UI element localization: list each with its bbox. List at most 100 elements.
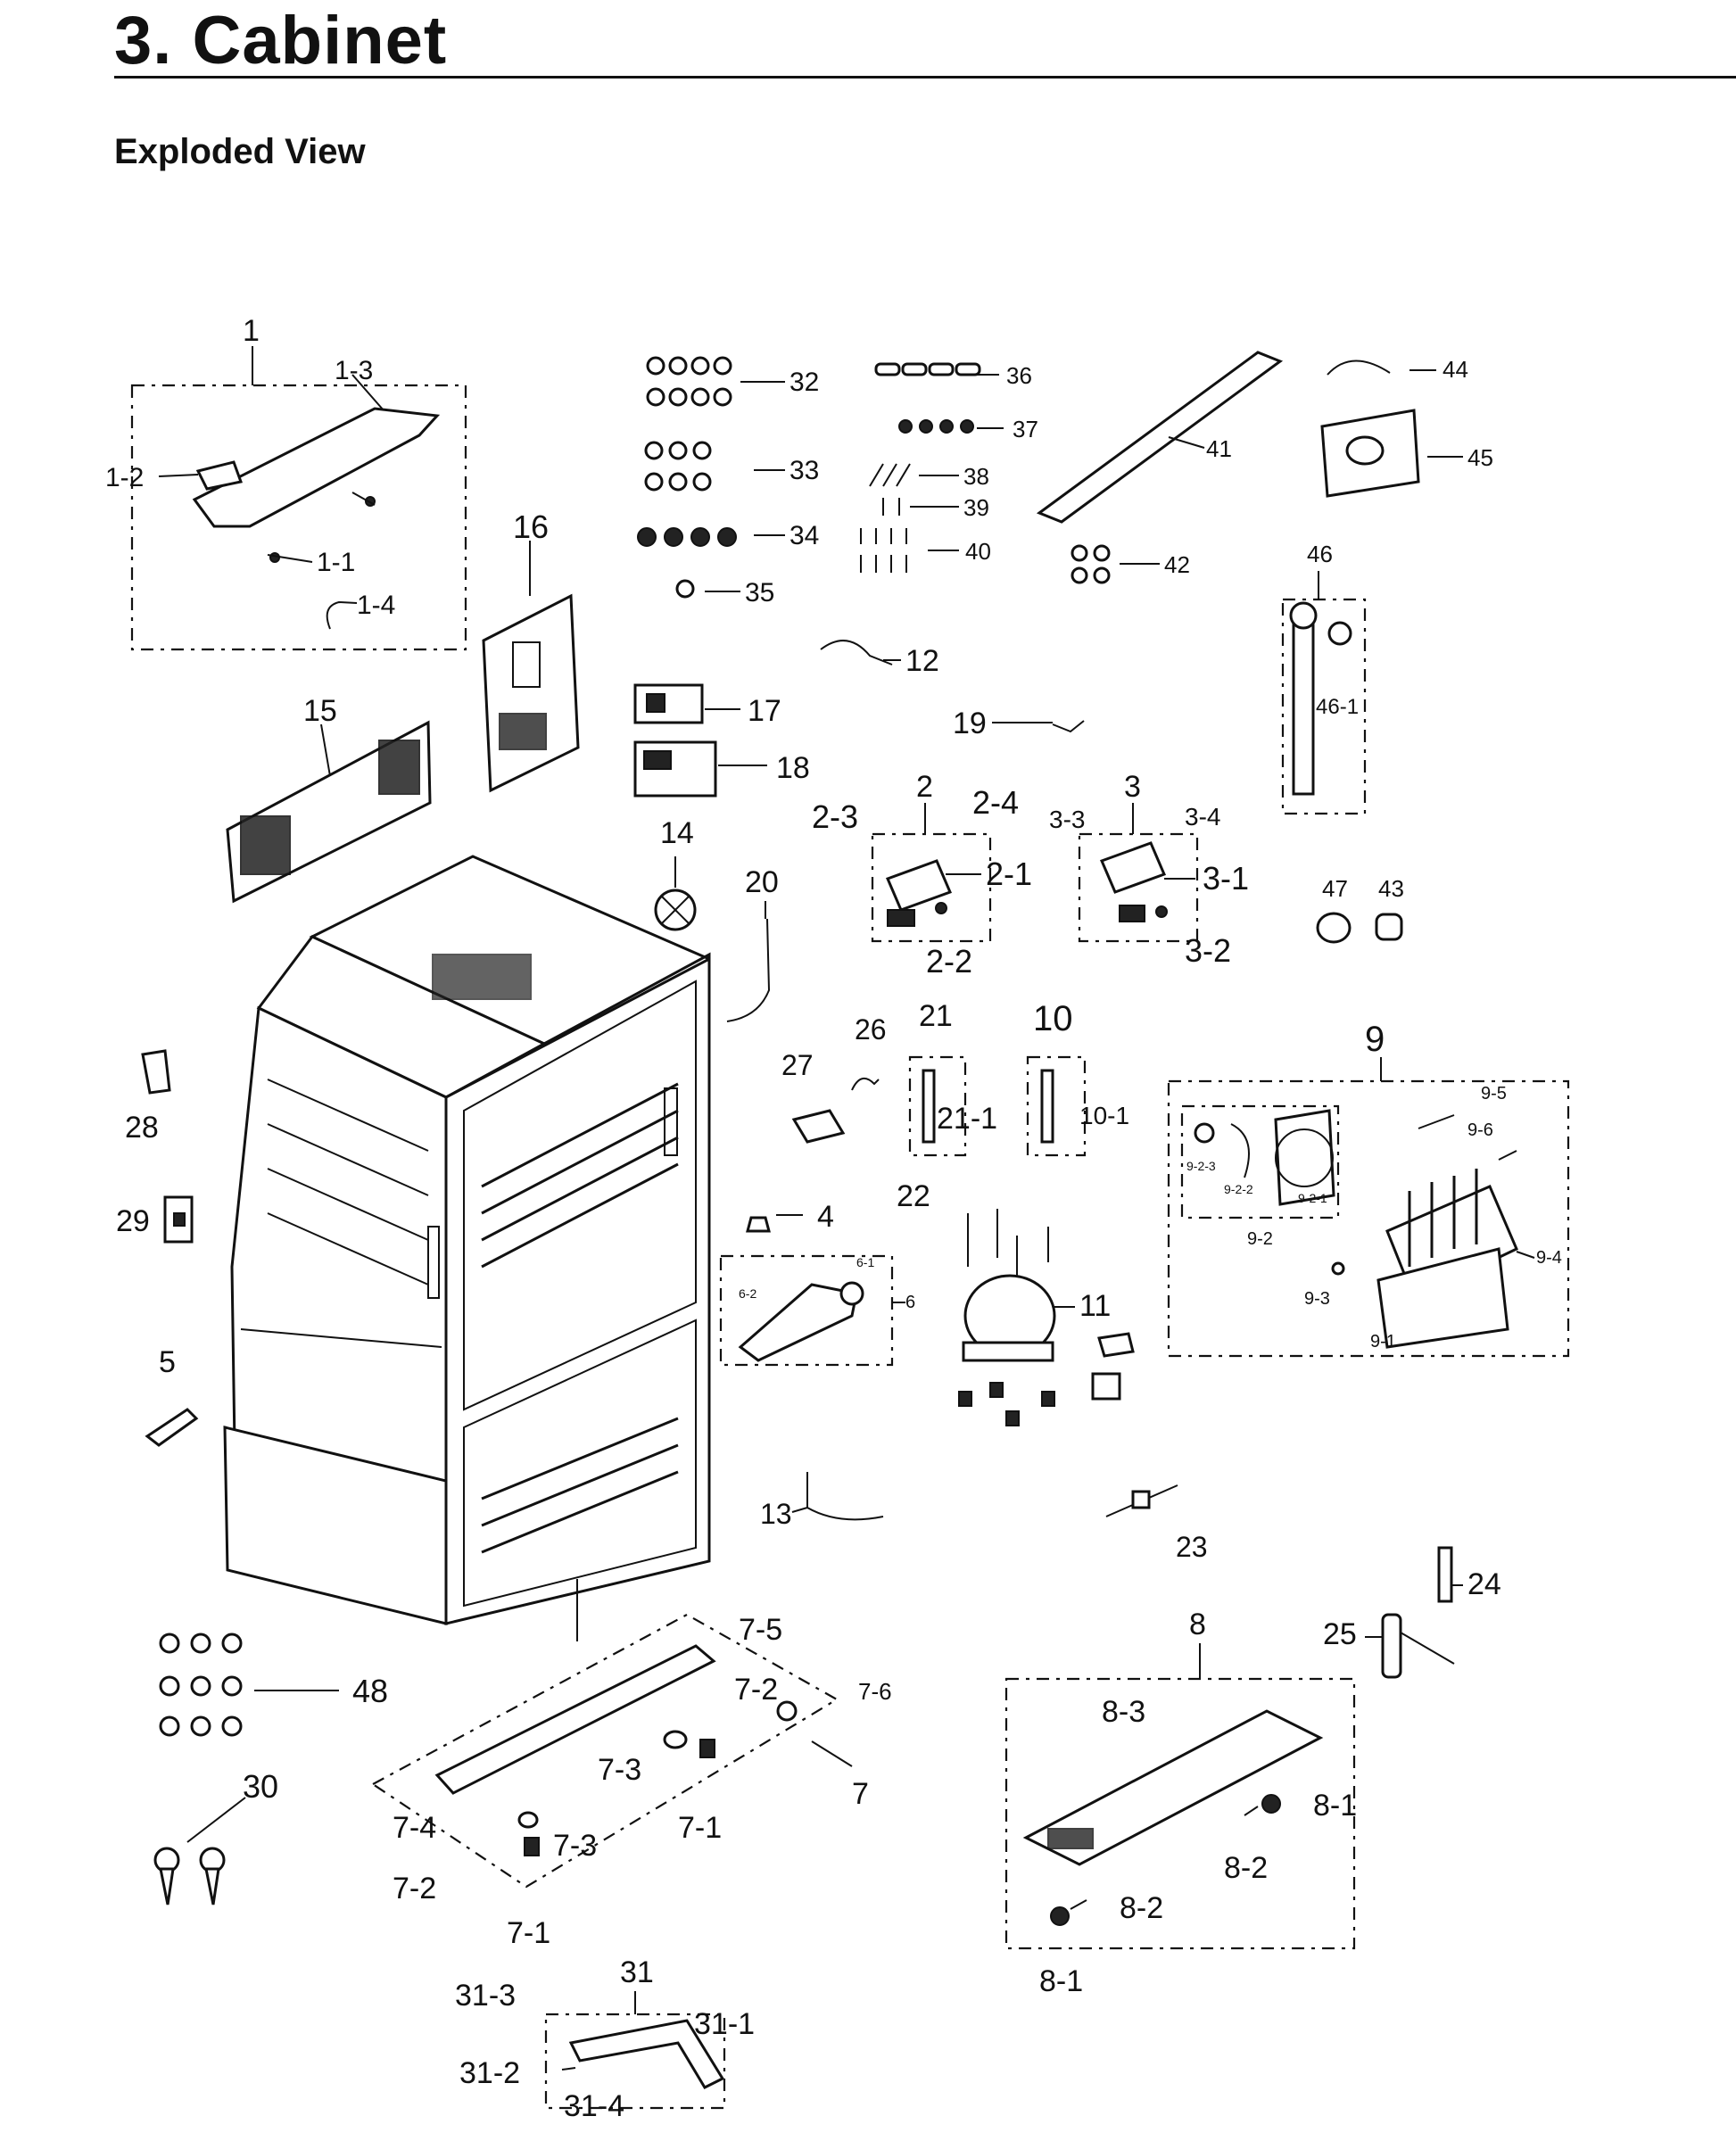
label-43: 43 — [1378, 875, 1404, 902]
label-9-3: 9-3 — [1304, 1289, 1330, 1309]
part-group-46 — [1281, 571, 1367, 815]
label-25: 25 — [1323, 1617, 1357, 1651]
label-7-1-bottom: 7-1 — [507, 1916, 550, 1950]
bolts-36 — [874, 362, 999, 376]
label-5: 5 — [159, 1345, 176, 1379]
label-26: 26 — [855, 1013, 887, 1046]
label-36: 36 — [1006, 362, 1032, 389]
part-15-cover — [226, 720, 432, 904]
label-8-2-left: 8-2 — [1120, 1891, 1163, 1925]
screws-39 — [882, 498, 959, 516]
part-group-7 — [370, 1579, 853, 1889]
label-34: 34 — [789, 521, 819, 550]
title-rule — [114, 76, 1736, 79]
part-45-holder — [1320, 409, 1463, 498]
screws-30 — [153, 1797, 246, 1905]
label-41: 41 — [1206, 435, 1232, 462]
part-24-bolt — [1437, 1546, 1463, 1603]
label-33: 33 — [789, 456, 819, 485]
screws-33 — [644, 441, 785, 492]
part-group-3-hinge — [1078, 803, 1199, 943]
label-9-2-2: 9-2-2 — [1224, 1182, 1253, 1196]
label-39: 39 — [963, 494, 989, 521]
cabinet-body — [223, 855, 711, 1625]
label-3-2: 3-2 — [1185, 932, 1231, 969]
part-14-fan-cap — [654, 856, 697, 931]
label-7: 7 — [852, 1777, 869, 1811]
part-26-wire — [851, 1077, 880, 1091]
label-44: 44 — [1443, 356, 1468, 383]
part-13-wire — [791, 1472, 884, 1521]
label-21: 21 — [919, 999, 953, 1033]
label-31-4: 31-4 — [564, 2089, 624, 2123]
part-group-31 — [544, 1991, 726, 2110]
part-28-clip — [141, 1049, 171, 1095]
part-18-pcb — [633, 740, 767, 798]
label-9-2-1: 9-2-1 — [1298, 1191, 1327, 1205]
part-17-pcb — [633, 683, 740, 724]
screw-35 — [675, 579, 740, 599]
part-4-cap — [746, 1214, 803, 1233]
label-23: 23 — [1176, 1531, 1208, 1563]
part-11-compressor — [958, 1274, 1135, 1426]
label-7-4: 7-4 — [393, 1811, 436, 1845]
label-10-1: 10-1 — [1079, 1102, 1129, 1129]
part-44-wire — [1327, 360, 1436, 376]
label-10: 10 — [1033, 999, 1073, 1038]
screws-40 — [860, 528, 959, 573]
label-9-5: 9-5 — [1481, 1084, 1507, 1104]
label-13: 13 — [760, 1498, 792, 1530]
part-group-8 — [1004, 1643, 1356, 1950]
label-1-3: 1-3 — [335, 356, 373, 385]
label-14: 14 — [660, 816, 694, 850]
label-1-1: 1-1 — [317, 548, 355, 577]
part-group-10 — [1026, 1055, 1087, 1157]
label-4: 4 — [817, 1200, 834, 1234]
part-group-6 — [719, 1254, 905, 1367]
label-9-6: 9-6 — [1467, 1120, 1493, 1140]
label-27: 27 — [781, 1049, 814, 1081]
part-group-2-hinge — [871, 803, 992, 943]
plate-1-2 — [195, 460, 244, 491]
screws-37 — [898, 419, 1004, 434]
label-8-1-right: 8-1 — [1313, 1789, 1357, 1823]
label-48: 48 — [352, 1673, 388, 1709]
label-30: 30 — [243, 1768, 278, 1805]
label-2-3: 2-3 — [812, 798, 858, 835]
label-31-1: 31-1 — [694, 2007, 755, 2041]
label-32: 32 — [789, 368, 819, 397]
label-6-1: 6-1 — [856, 1255, 874, 1269]
label-20: 20 — [745, 865, 779, 899]
label-29: 29 — [116, 1204, 150, 1238]
part-16-panel — [482, 541, 580, 793]
screws-34 — [637, 527, 785, 547]
label-7-3-top: 7-3 — [598, 1753, 641, 1787]
label-9-2: 9-2 — [1247, 1229, 1273, 1249]
part-27-bracket — [791, 1109, 846, 1144]
label-46: 46 — [1307, 541, 1333, 567]
part-29-latch — [163, 1195, 194, 1244]
label-8: 8 — [1189, 1608, 1206, 1641]
label-1-4: 1-4 — [357, 591, 395, 620]
label-15: 15 — [303, 694, 337, 728]
label-8-3: 8-3 — [1102, 1695, 1145, 1729]
part-41-rail — [1036, 351, 1284, 524]
bracket-1-3 — [192, 407, 441, 528]
label-28: 28 — [125, 1111, 159, 1145]
part-19-clip — [992, 720, 1085, 733]
label-6-2: 6-2 — [739, 1286, 756, 1301]
label-1: 1 — [243, 314, 260, 348]
part-47 — [1316, 912, 1352, 944]
part-group-1 — [130, 346, 467, 651]
label-3: 3 — [1124, 770, 1141, 804]
screws-32 — [646, 356, 785, 407]
label-45: 45 — [1467, 444, 1493, 471]
label-7-2-bottom: 7-2 — [393, 1872, 436, 1905]
label-7-3-bottom: 7-3 — [553, 1829, 597, 1863]
label-21-1: 21-1 — [937, 1102, 997, 1136]
label-9: 9 — [1365, 1020, 1385, 1059]
label-2-1: 2-1 — [986, 856, 1032, 892]
label-47: 47 — [1322, 875, 1348, 902]
label-17: 17 — [748, 694, 781, 728]
